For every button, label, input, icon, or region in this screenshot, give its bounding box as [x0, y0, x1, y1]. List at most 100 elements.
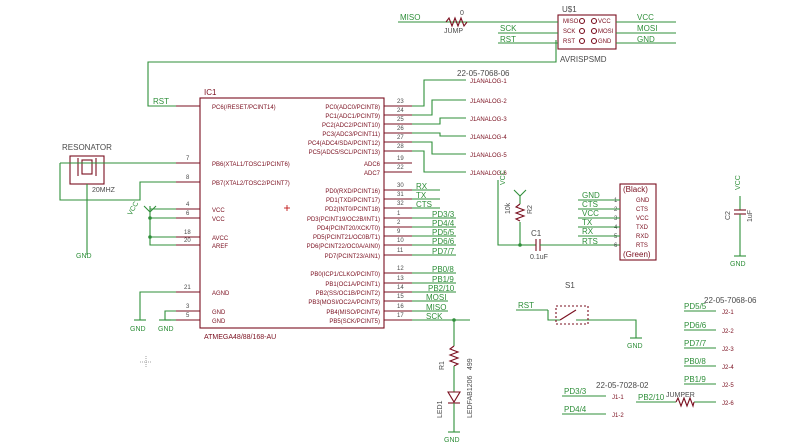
svg-text:PD7/7: PD7/7: [684, 339, 707, 348]
svg-text:0: 0: [460, 10, 464, 17]
j2-pin: PD7/7J2-3: [684, 339, 734, 353]
j1-pin: J1ANALOG-1: [412, 79, 507, 107]
svg-text:SCK: SCK: [500, 24, 517, 33]
ic1-left-pin[interactable]: 18 AVCC: [176, 230, 229, 242]
pin-label: PC0(ADC0/PCINT8): [325, 105, 380, 111]
ic1-part: ATMEGA48/88/168-AU: [204, 334, 276, 341]
ic1-left-pin[interactable]: 20 AREF: [176, 238, 228, 250]
svg-text:SCK: SCK: [563, 29, 575, 35]
svg-text:RX: RX: [416, 182, 428, 191]
svg-text:J1ANALOG-4: J1ANALOG-4: [470, 135, 507, 141]
svg-text:11: 11: [397, 248, 404, 254]
pin-label: PC2(ADC2/PCINT10): [322, 123, 380, 129]
s1-switch[interactable]: S1 RST GND: [516, 281, 643, 350]
svg-text:RST: RST: [500, 35, 516, 44]
svg-text:0.1uF: 0.1uF: [530, 254, 548, 261]
svg-text:CTS: CTS: [416, 200, 432, 209]
svg-text:PB0/8: PB0/8: [432, 265, 454, 274]
ic1-left-pin[interactable]: 4 VCC: [176, 202, 225, 214]
resonator-value: 20MHZ: [92, 187, 116, 194]
ic1-left-pin[interactable]: PC6(/RESET/PCINT14): [176, 105, 276, 111]
j3-pin: PD4/4J1-2: [562, 405, 624, 419]
isp-connector[interactable]: U$1 MISO SCK RST VCC MOSI GND AVRISPSMD …: [398, 5, 676, 64]
pin-label: PB6(XTAL1/TOSC1/PCINT6): [212, 162, 290, 168]
svg-text:RST: RST: [563, 39, 575, 45]
svg-text:LED1: LED1: [437, 400, 444, 418]
ic1-name: IC1: [204, 88, 217, 97]
svg-text:MISO: MISO: [563, 19, 579, 25]
pin-label: GND: [212, 319, 226, 325]
svg-text:J1-1: J1-1: [612, 395, 624, 401]
svg-text:MISO: MISO: [400, 13, 420, 22]
svg-text:RST: RST: [518, 301, 534, 310]
ic1[interactable]: IC1 ATMEGA48/88/168-AU PC6(/RESET/PCINT1…: [176, 88, 412, 341]
c2-capacitor[interactable]: VCC C2 1uF GND: [725, 175, 754, 268]
svg-text:PD4/4: PD4/4: [564, 405, 587, 414]
resonator[interactable]: RESONATOR 20MHZ GND: [59, 143, 176, 260]
isp-name: U$1: [562, 5, 577, 14]
svg-text:LEDFAB1206: LEDFAB1206: [467, 375, 474, 418]
svg-text:16: 16: [397, 304, 404, 310]
ic1-left-pin[interactable]: 6 VCC: [176, 211, 225, 223]
ic1-left-pin[interactable]: 3 GND: [176, 304, 226, 316]
j1-pin: J1ANALOG-3: [412, 117, 507, 125]
pin-label: PD0(RXD/PCINT16): [325, 189, 380, 195]
jump-resistor[interactable]: 0 JUMP: [444, 10, 468, 35]
ic1-left-pin[interactable]: 7 PB6(XTAL1/TOSC1/PCINT6): [176, 156, 290, 168]
ic1-left-pin[interactable]: 8 PB7(XTAL2/TOSC2/PCINT7): [176, 175, 290, 187]
svg-text:7: 7: [186, 156, 190, 162]
j3-header[interactable]: 22-05-7028-02 PD3/3J1-1 PD4/4J1-2: [562, 381, 649, 419]
j2-pin: J2-6: [694, 401, 734, 407]
svg-text:VCC: VCC: [582, 209, 599, 218]
svg-text:12: 12: [397, 266, 404, 272]
ftdi-connector[interactable]: (Black) (Green) GND CTS VCC TXD RXD RTS …: [578, 183, 657, 261]
jumper-resistor[interactable]: JUMPER PB2/10: [636, 392, 695, 408]
pin-label: ADC7: [364, 171, 381, 177]
j1-header[interactable]: 22-05-7068-06 J1ANALOG-1 J1ANALOG-2 J1AN…: [412, 69, 510, 177]
isp-body: [557, 14, 617, 50]
j2-pin: PD6/6J2-2: [684, 321, 734, 335]
c1-capacitor[interactable]: C1 0.1uF: [520, 229, 620, 261]
svg-text:10k: 10k: [505, 202, 512, 214]
ic1-left-pin[interactable]: 21 AGND: [176, 285, 230, 297]
svg-text:RTS: RTS: [636, 243, 648, 249]
svg-text:25: 25: [397, 117, 404, 123]
led1[interactable]: LED1 LEDFAB1206 GND: [437, 375, 474, 444]
pin-label: AVCC: [212, 236, 229, 242]
svg-text:GND: GND: [76, 253, 92, 260]
pin-label: PB5(SCK/PCINT5): [329, 319, 380, 325]
svg-text:14: 14: [397, 285, 404, 291]
svg-text:(Green): (Green): [623, 250, 651, 259]
r1-resistor[interactable]: R1 499: [439, 320, 474, 392]
svg-text:R2: R2: [527, 205, 534, 214]
svg-text:MOSI: MOSI: [426, 293, 446, 302]
pin-label: PC3(ADC3/PCINT11): [322, 132, 380, 138]
svg-text:27: 27: [397, 135, 404, 141]
j2-header[interactable]: 22-05-7068-06 PD5/5J2-1 PD6/6J2-2 PD7/7J…: [684, 296, 757, 407]
ic1-left-pin[interactable]: 5 GND: [176, 313, 226, 325]
r2-resistor[interactable]: VCC 10k R2: [500, 170, 534, 245]
svg-text:1: 1: [614, 198, 618, 204]
